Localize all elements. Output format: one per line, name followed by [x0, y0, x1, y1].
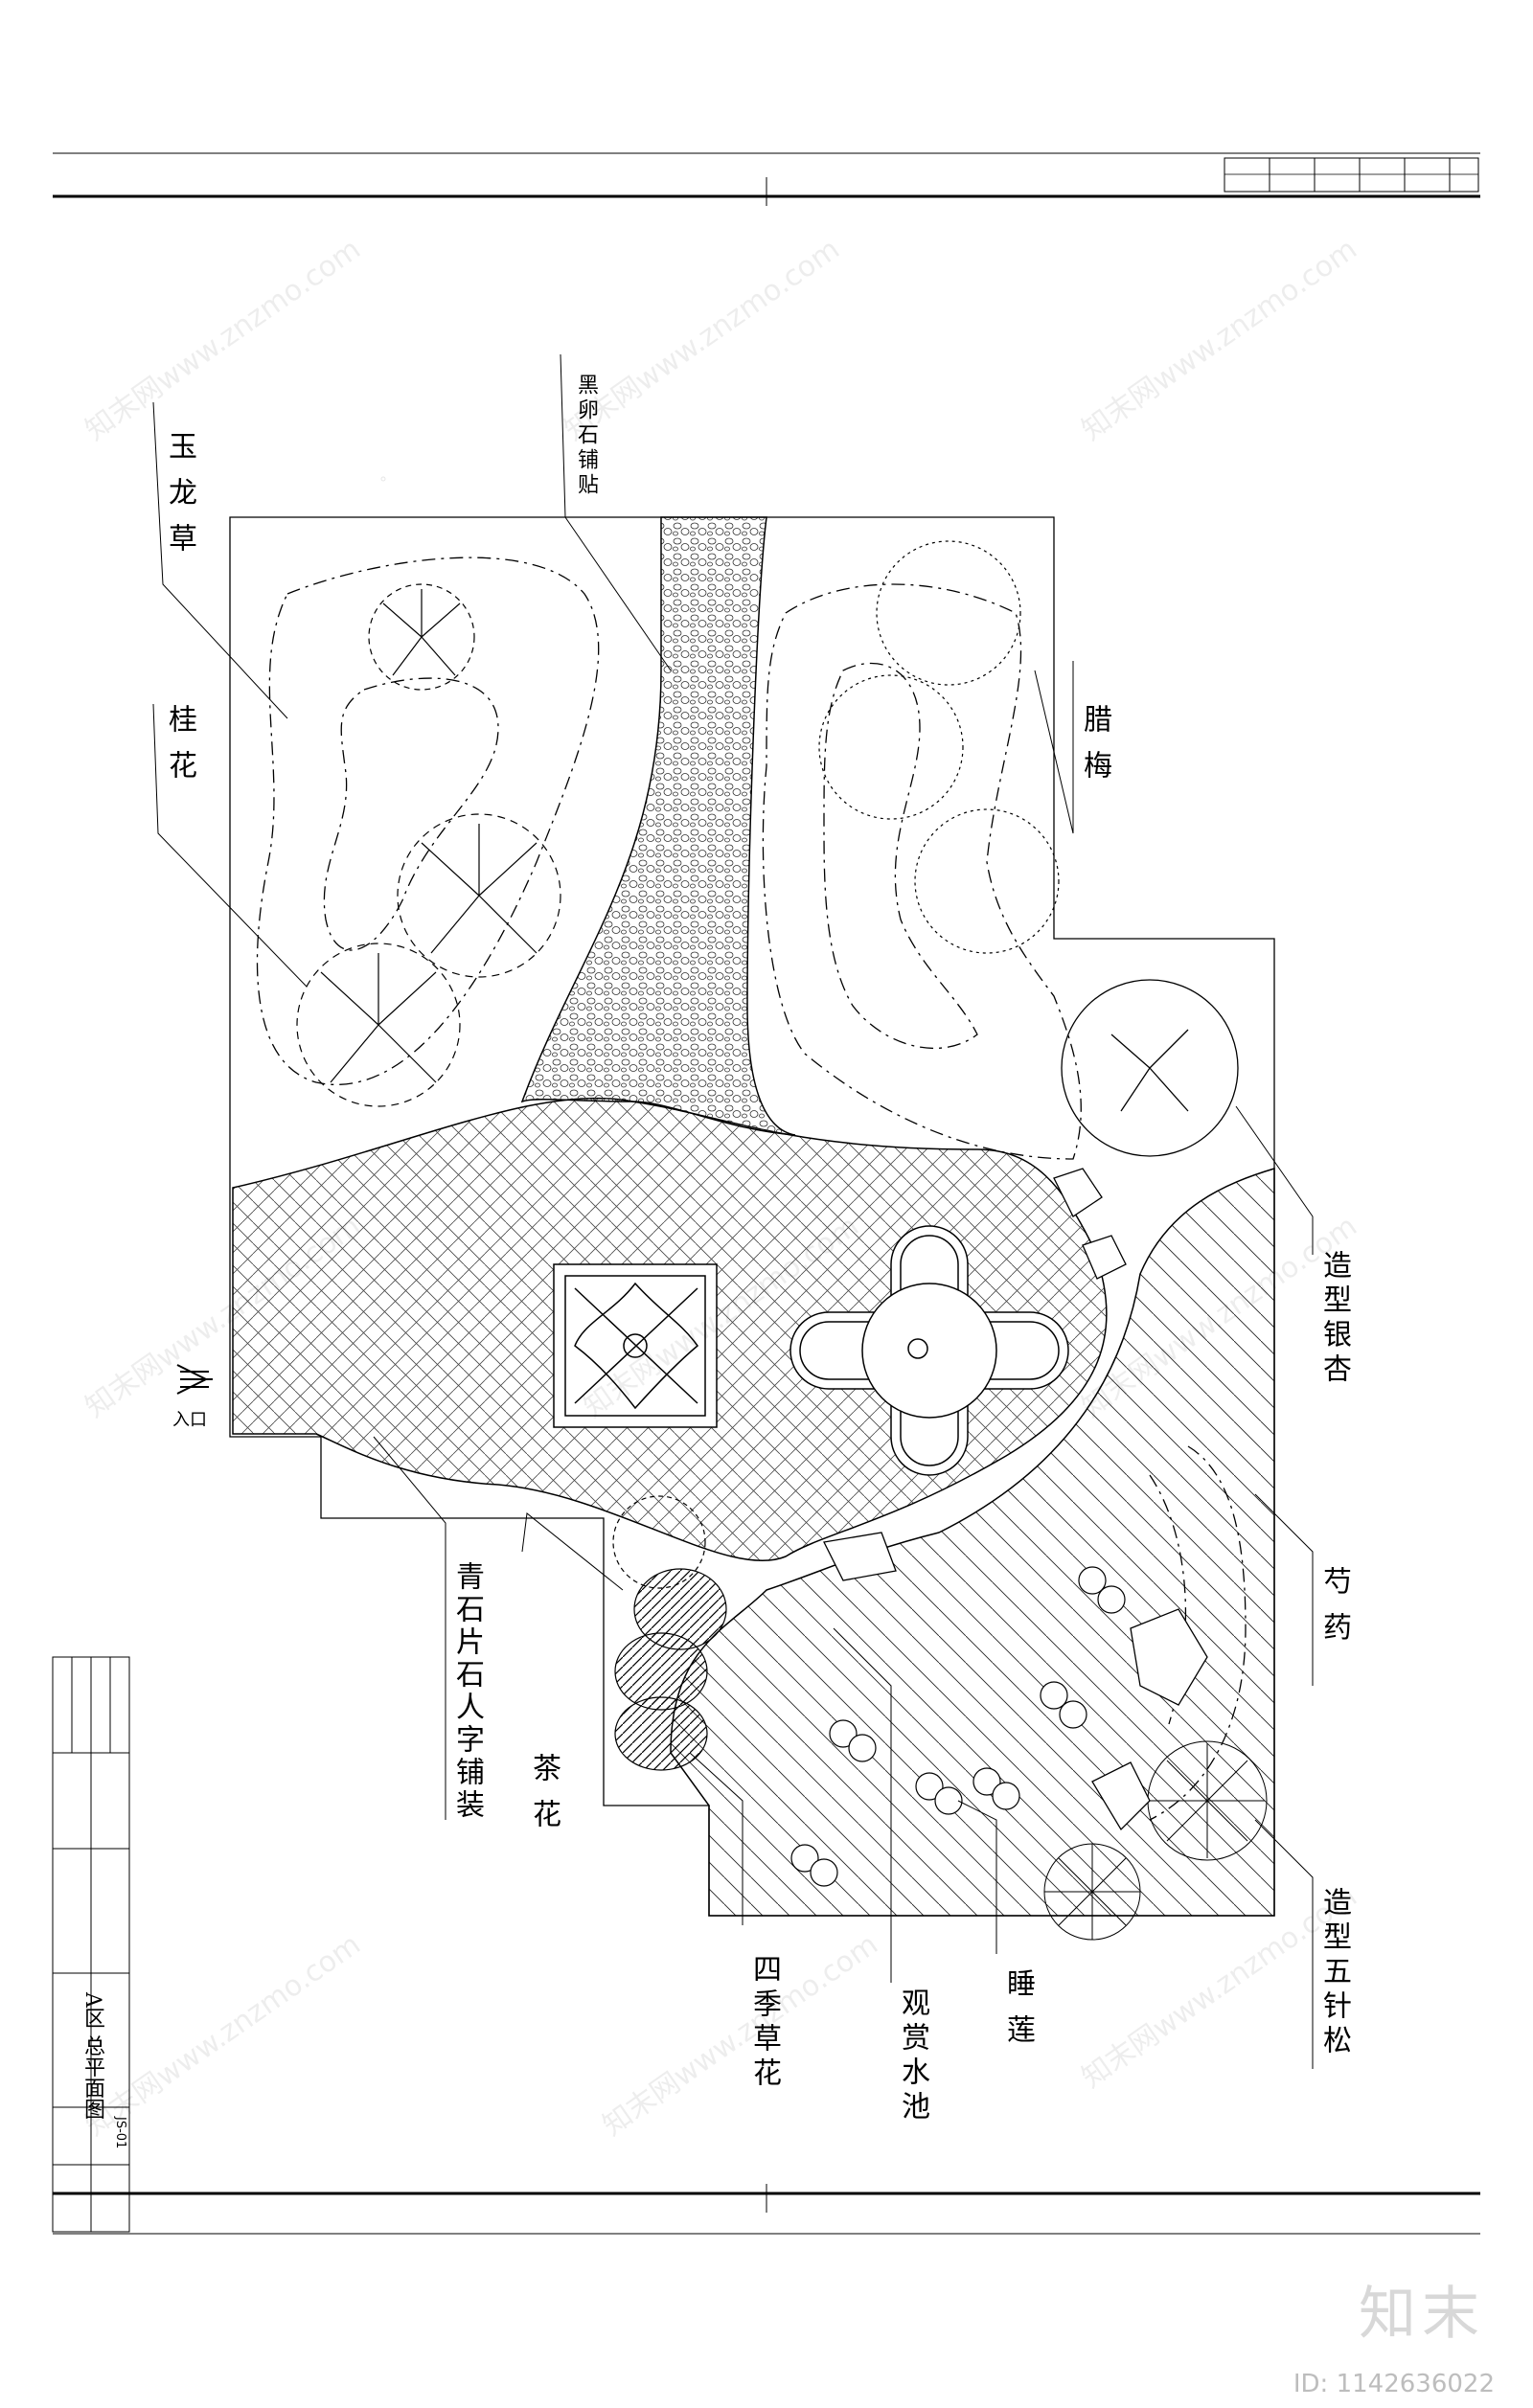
- paving-medallion: [553, 1263, 718, 1428]
- label-heiluanshi: 黑卵石铺贴: [574, 374, 598, 498]
- label-yujiancao: 玉龙草: [163, 431, 196, 569]
- ornamental-pond: [670, 1167, 1275, 1917]
- wintersweet-trees: [818, 540, 1060, 954]
- label-chahua: 茶花: [527, 1753, 561, 1845]
- watermark-id: ID: 1142636022: [1293, 2370, 1495, 2398]
- pebble-path: [520, 516, 796, 1136]
- label-shuilian: 睡莲: [1001, 1968, 1035, 2060]
- rockery: [823, 1168, 1208, 1831]
- watermark-pattern: [380, 476, 386, 482]
- label-qingshi: 青石片石人字铺装: [450, 1561, 484, 1822]
- label-zaoxing-yinxing: 造型银杏: [1317, 1250, 1351, 1388]
- label-zaoxing-wuzhensong: 造型五针松: [1317, 1887, 1351, 2059]
- label-guanshang-shuichi: 观赏水池: [896, 1988, 929, 2125]
- pavilion: [789, 1225, 1069, 1476]
- ginkgo-tree: [1061, 979, 1239, 1157]
- label-lamei: 腊梅: [1078, 704, 1111, 796]
- title-block: [52, 1656, 130, 2233]
- water-lilies: [790, 1566, 1126, 1887]
- leader-lines: [152, 353, 1314, 2069]
- label-entrance: 入口: [172, 1410, 207, 1430]
- osmanthus-trees: [296, 583, 561, 1107]
- watermark-logo: 知末: [1359, 2281, 1485, 2348]
- camellia-shrubs: [612, 1495, 727, 1771]
- label-shaoyao: 芍药: [1317, 1566, 1351, 1658]
- label-guihua: 桂花: [163, 704, 196, 796]
- entrance-steps: [176, 1364, 213, 1395]
- drawing-code: JS-01: [113, 2117, 127, 2149]
- label-siji-caohua: 四季草花: [747, 1954, 781, 2092]
- sheet-frame: [53, 152, 1480, 2235]
- planting-bed-edges: [256, 557, 1247, 1821]
- drawing-title: A区 总平面图: [80, 1992, 104, 2120]
